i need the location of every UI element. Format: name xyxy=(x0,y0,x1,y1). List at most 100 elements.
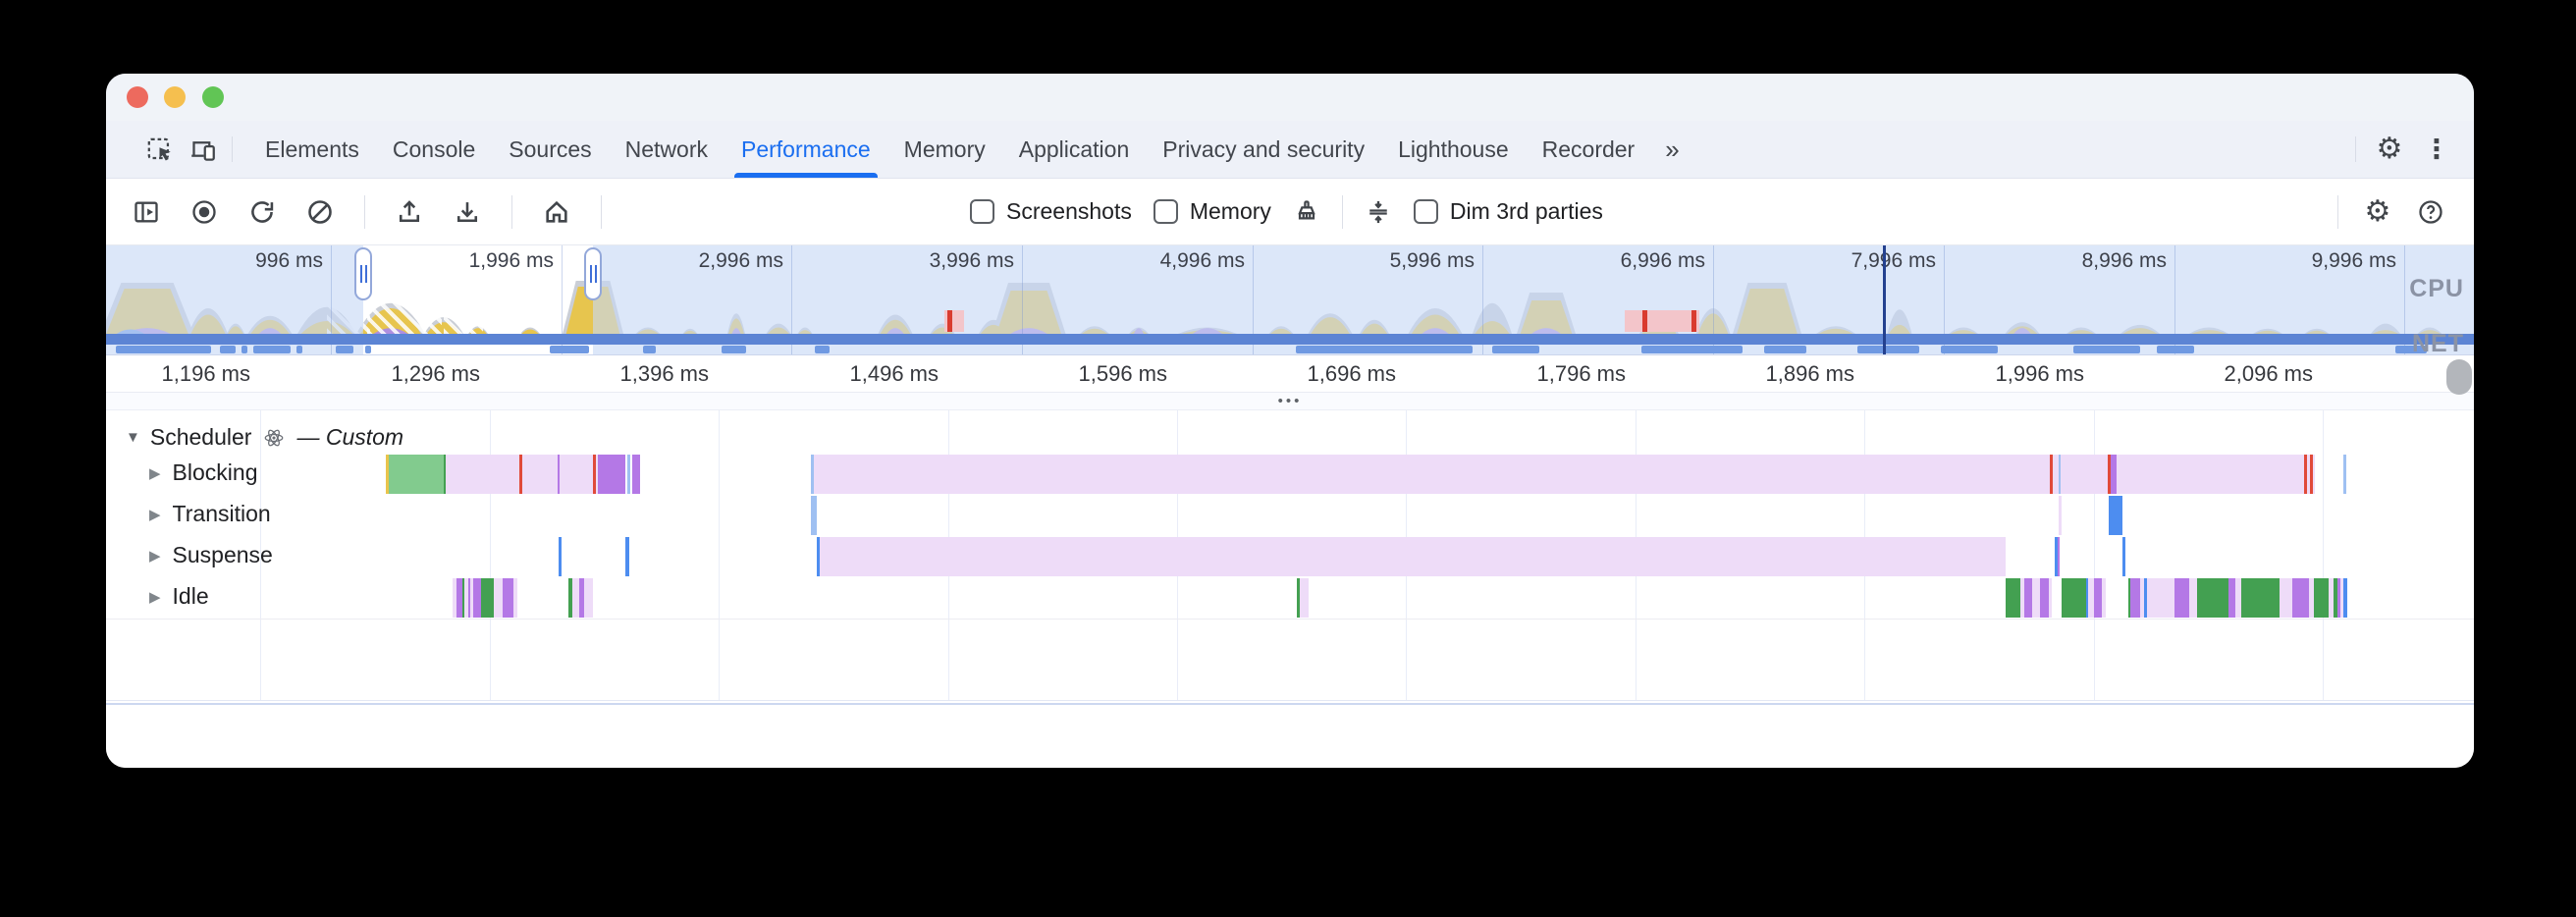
timeline-segment-blocking[interactable] xyxy=(386,455,389,494)
timeline-segment-suspense[interactable] xyxy=(820,537,2006,576)
timeline-segment-idle[interactable] xyxy=(1300,578,1309,618)
tab-lighthouse[interactable]: Lighthouse xyxy=(1398,135,1509,162)
timeline-segment-blocking[interactable] xyxy=(522,455,558,494)
timeline-segment-idle[interactable] xyxy=(2062,578,2086,618)
timeline-segment-idle[interactable] xyxy=(2189,578,2197,618)
timeline-segment-idle[interactable] xyxy=(470,578,473,618)
track-row-blocking[interactable]: ▶Blocking xyxy=(149,459,257,486)
timeline-segment-idle[interactable] xyxy=(2086,578,2088,618)
timeline-segment-idle[interactable] xyxy=(579,578,584,618)
timeline-segment-idle[interactable] xyxy=(2144,578,2147,618)
timeline-segment-suspense[interactable] xyxy=(625,537,629,576)
screenshots-toggle[interactable]: Screenshots xyxy=(970,198,1132,225)
timeline-segment-idle[interactable] xyxy=(2130,578,2140,618)
tab-performance[interactable]: Performance xyxy=(724,121,887,178)
minimize-window-button[interactable] xyxy=(164,86,186,108)
timeline-segment-suspense[interactable] xyxy=(2058,537,2060,576)
timeline-segment-idle[interactable] xyxy=(2197,578,2228,618)
track-row-suspense[interactable]: ▶Suspense xyxy=(149,542,273,568)
timeline-segment-idle[interactable] xyxy=(2140,578,2144,618)
toggle-sidebar-icon[interactable] xyxy=(133,198,160,226)
timeline-segment-blocking[interactable] xyxy=(814,455,2050,494)
timeline-segment-blocking[interactable] xyxy=(2053,455,2059,494)
timeline-segment-idle[interactable] xyxy=(2024,578,2032,618)
timeline-segment-blocking[interactable] xyxy=(444,455,446,494)
screenshots-checkbox[interactable] xyxy=(970,199,994,224)
capture-settings-icon[interactable]: ⚙ xyxy=(2364,194,2391,228)
live-metrics-home-icon[interactable] xyxy=(543,198,570,226)
timeline-segment-idle[interactable] xyxy=(1297,578,1300,618)
timeline-segment-blocking[interactable] xyxy=(2108,455,2111,494)
timeline-segment-idle[interactable] xyxy=(2343,578,2347,618)
inspect-element-icon[interactable] xyxy=(145,135,173,163)
timeline-segment-idle[interactable] xyxy=(2174,578,2189,618)
record-icon[interactable] xyxy=(190,198,218,226)
timeline-segment-idle[interactable] xyxy=(2340,578,2343,618)
timeline-segment-blocking[interactable] xyxy=(593,455,596,494)
timeline-segment-idle[interactable] xyxy=(2040,578,2049,618)
timeline-segment-idle[interactable] xyxy=(2094,578,2102,618)
track-scheduler-header[interactable]: ▼ Scheduler — Custom xyxy=(126,424,403,451)
timeline-segment-idle[interactable] xyxy=(456,578,462,618)
timeline-segment-blocking[interactable] xyxy=(2304,455,2307,494)
tab-sources[interactable]: Sources xyxy=(509,135,592,162)
device-toolbar-icon[interactable] xyxy=(188,135,216,163)
expand-triangle-icon[interactable]: ▶ xyxy=(149,464,161,482)
timeline-segment-idle[interactable] xyxy=(2020,578,2024,618)
download-profile-icon[interactable] xyxy=(454,198,481,226)
devtools-menu-icon[interactable]: ⋮ xyxy=(2423,134,2450,164)
timeline-segment-idle[interactable] xyxy=(2309,578,2314,618)
clear-icon[interactable] xyxy=(306,198,334,226)
timeline-segment-blocking[interactable] xyxy=(596,455,598,494)
timeline-segment-blocking[interactable] xyxy=(558,455,560,494)
devtools-settings-icon[interactable]: ⚙ xyxy=(2376,133,2403,165)
vertical-scrollbar-thumb[interactable] xyxy=(2446,359,2472,395)
timeline-segment-suspense[interactable] xyxy=(2122,537,2125,576)
timeline-segment-idle[interactable] xyxy=(2006,578,2020,618)
tab-application[interactable]: Application xyxy=(1018,135,1130,162)
zoom-window-button[interactable] xyxy=(202,86,224,108)
reload-and-record-icon[interactable] xyxy=(248,198,276,226)
timeline-segment-idle[interactable] xyxy=(468,578,470,618)
timeline-segment-blocking[interactable] xyxy=(2343,455,2346,494)
timeline-segment-blocking[interactable] xyxy=(2061,455,2108,494)
timeline-segment-transition[interactable] xyxy=(811,496,817,535)
timeline-segment-idle[interactable] xyxy=(568,578,572,618)
timeline-segment-idle[interactable] xyxy=(2334,578,2337,618)
help-icon[interactable] xyxy=(2417,198,2444,226)
timeline-segment-idle[interactable] xyxy=(513,578,517,618)
tab-network[interactable]: Network xyxy=(624,135,708,162)
timeline-segment-idle[interactable] xyxy=(2329,578,2334,618)
timeline-segment-idle[interactable] xyxy=(494,578,503,618)
more-tabs-icon[interactable]: » xyxy=(1665,134,1680,164)
overview-window-handle-left[interactable] xyxy=(354,247,372,300)
timeline-segment-blocking[interactable] xyxy=(2117,455,2304,494)
timeline-segment-suspense[interactable] xyxy=(2055,537,2058,576)
timeline-segment-idle[interactable] xyxy=(2128,578,2130,618)
tab-recorder[interactable]: Recorder xyxy=(1541,135,1636,162)
timeline-segment-blocking[interactable] xyxy=(2050,455,2053,494)
timeline-segment-idle[interactable] xyxy=(453,578,456,618)
memory-checkbox[interactable] xyxy=(1153,199,1178,224)
timeline-segment-idle[interactable] xyxy=(584,578,593,618)
collect-garbage-icon[interactable] xyxy=(1293,198,1320,226)
timeline-segment-blocking[interactable] xyxy=(2310,455,2313,494)
timeline-segment-suspense[interactable] xyxy=(559,537,562,576)
tab-console[interactable]: Console xyxy=(392,135,476,162)
timeline-segment-blocking[interactable] xyxy=(446,455,519,494)
upload-profile-icon[interactable] xyxy=(396,198,423,226)
close-window-button[interactable] xyxy=(127,86,148,108)
timeline-segment-idle[interactable] xyxy=(481,578,494,618)
dim-3rd-parties-checkbox[interactable] xyxy=(1413,199,1438,224)
tab-elements[interactable]: Elements xyxy=(265,135,359,162)
timeline-segment-blocking[interactable] xyxy=(389,455,444,494)
timeline-segment-idle[interactable] xyxy=(462,578,464,618)
memory-toggle[interactable]: Memory xyxy=(1153,198,1271,225)
track-row-transition[interactable]: ▶Transition xyxy=(149,501,271,527)
timeline-segment-blocking[interactable] xyxy=(2059,455,2061,494)
timeline-segment-idle[interactable] xyxy=(2292,578,2309,618)
timeline-segment-blocking[interactable] xyxy=(632,455,640,494)
timeline-segment-blocking[interactable] xyxy=(2307,455,2310,494)
timeline-segment-blocking[interactable] xyxy=(627,455,630,494)
